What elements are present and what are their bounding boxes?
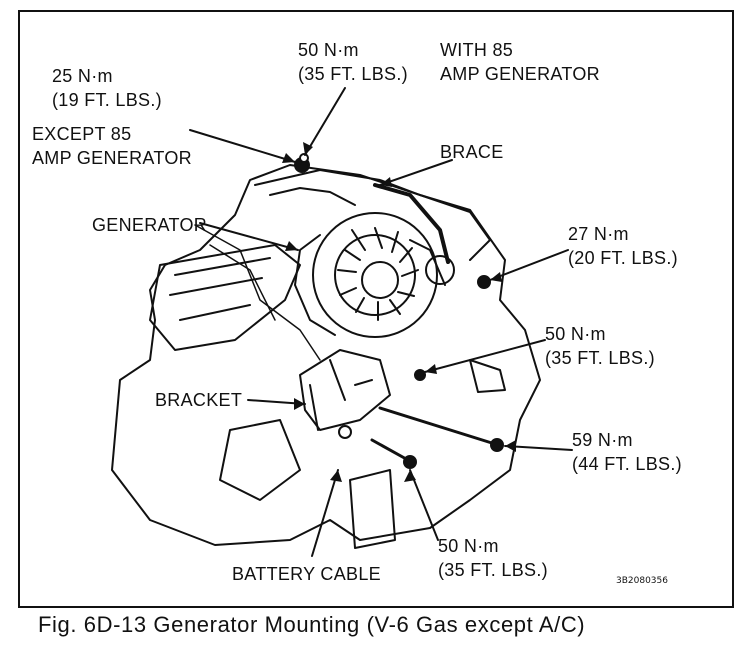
torque-59-metric: 59 N·m [572,430,633,450]
bracket [299,349,391,431]
figure-frame [18,10,734,608]
torque-27-imperial: (20 FT. LBS.) [568,248,678,268]
bolt-50nm-top [299,153,309,163]
valve-cover [149,244,301,351]
torque-50-top-imperial: (35 FT. LBS.) [298,64,408,84]
generator-label: GENERATOR [92,213,207,237]
except-85-label: EXCEPT 85 AMP GENERATOR [32,122,192,170]
torque-label-50nm-top: 50 N·m (35 FT. LBS.) [298,38,408,86]
torque-25-imperial: (19 FT. LBS.) [52,90,162,110]
bracket-text: BRACKET [155,390,243,410]
brace [373,183,450,264]
torque-50-mid-imperial: (35 FT. LBS.) [545,348,655,368]
bolt-59nm [378,406,497,446]
with-85-line2: AMP GENERATOR [440,64,600,84]
brace-label: BRACE [440,140,504,164]
with-85-label: WITH 85 AMP GENERATOR [440,38,600,86]
battery-cable-label: BATTERY CABLE [232,562,381,586]
generator-text: GENERATOR [92,215,208,235]
with-85-line1: WITH 85 [440,40,514,60]
image-code: 3B2080356 [616,576,668,586]
torque-50-bottom-imperial: (35 FT. LBS.) [438,560,548,580]
torque-label-50nm-bottom: 50 N·m (35 FT. LBS.) [438,534,548,582]
torque-25-metric: 25 N·m [52,66,113,86]
torque-label-27nm: 27 N·m (20 FT. LBS.) [568,222,678,270]
torque-label-25nm: 25 N·m (19 FT. LBS.) [52,64,162,112]
battery-cable-text: BATTERY CABLE [232,564,381,584]
torque-50-bottom-metric: 50 N·m [438,536,499,556]
brace-text: BRACE [440,142,504,162]
generator-body [312,212,438,338]
torque-59-imperial: (44 FT. LBS.) [572,454,682,474]
engine-block [111,164,541,546]
torque-50-top-metric: 50 N·m [298,40,359,60]
figure-caption: Fig. 6D-13 Generator Mounting (V-6 Gas e… [38,612,586,637]
torque-50-mid-metric: 50 N·m [545,324,606,344]
torque-27-metric: 27 N·m [568,224,629,244]
except-85-line1: EXCEPT 85 [32,124,132,144]
bolt-27nm [477,275,491,289]
bracket-label: BRACKET [155,388,242,412]
torque-label-59nm: 59 N·m (44 FT. LBS.) [572,428,682,476]
torque-label-50nm-mid: 50 N·m (35 FT. LBS.) [545,322,655,370]
except-85-line2: AMP GENERATOR [32,148,192,168]
nut-50nm-mid [414,369,426,381]
bolt-50nm-bottom [370,438,410,462]
